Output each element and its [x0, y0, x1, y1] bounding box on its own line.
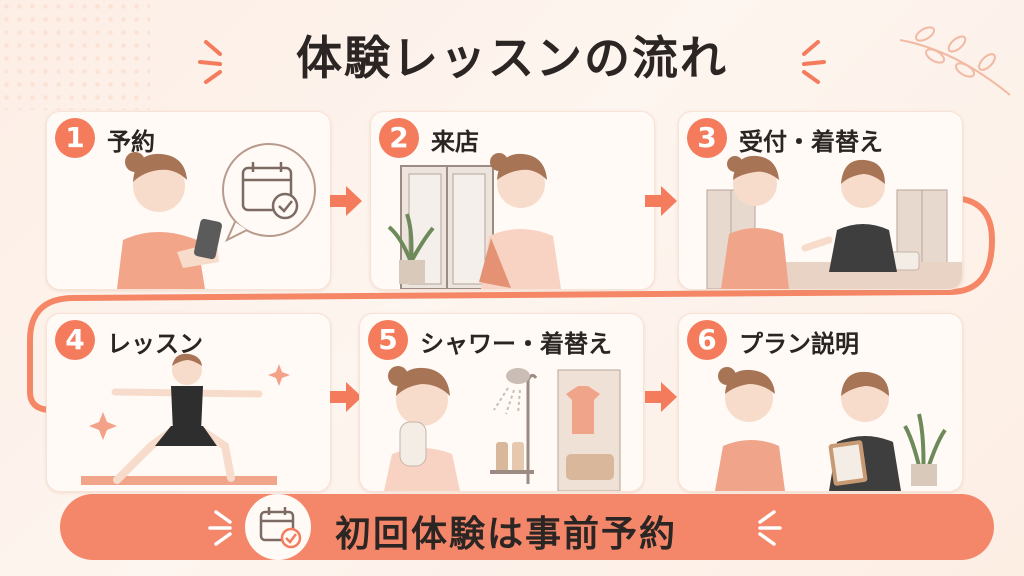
step-number: 2: [379, 118, 419, 158]
step-label: 来店: [431, 128, 479, 156]
arrow-right-icon: [330, 382, 362, 412]
step-card-6: 6 プラン説明: [678, 313, 963, 492]
page-title: 体験レッスンの流れ: [296, 31, 728, 85]
woman-phone-illustration: [117, 143, 316, 289]
banner-icon-circle: [245, 494, 311, 560]
step-label: シャワー・着替え: [420, 330, 612, 358]
calendar-check-icon: [259, 507, 302, 549]
reception-illustration: [706, 155, 962, 289]
woman-arriving-illustration: [387, 153, 561, 289]
step-label: レッスン: [107, 330, 203, 358]
step-card-3: 3 受付・着替え: [678, 111, 963, 290]
shower-illustration: [384, 366, 621, 491]
sparkle-icon: [758, 510, 782, 546]
leaf-branch-icon: [899, 26, 1011, 96]
yoga-illustration: [81, 353, 290, 485]
sparkle-icon: [802, 40, 826, 84]
step-label: プラン説明: [739, 330, 859, 358]
plan-explanation-illustration: [715, 367, 947, 491]
step-number: 1: [55, 118, 95, 158]
title-area: 体験レッスンの流れ: [0, 22, 1024, 88]
sparkle-icon: [208, 510, 232, 546]
step-label: 受付・着替え: [739, 128, 883, 156]
arrow-right-icon: [645, 382, 677, 412]
step-number: 3: [687, 118, 727, 158]
step-label: 予約: [107, 128, 155, 156]
arrow-right-icon: [645, 186, 677, 216]
arrow-right-icon: [330, 186, 362, 216]
banner-text: 初回体験は事前予約: [335, 514, 678, 555]
step-number: 5: [368, 320, 408, 360]
decorative-dots: [0, 0, 150, 110]
sparkle-icon: [198, 40, 222, 84]
step-number: 4: [55, 320, 95, 360]
step-card-4: 4 レッスン: [46, 313, 331, 492]
step-card-1: 1 予約: [46, 111, 331, 290]
step-number: 6: [687, 320, 727, 360]
step-card-5: 5 シャワー・着替え: [359, 313, 644, 492]
step-card-2: 2 来店: [370, 111, 655, 290]
